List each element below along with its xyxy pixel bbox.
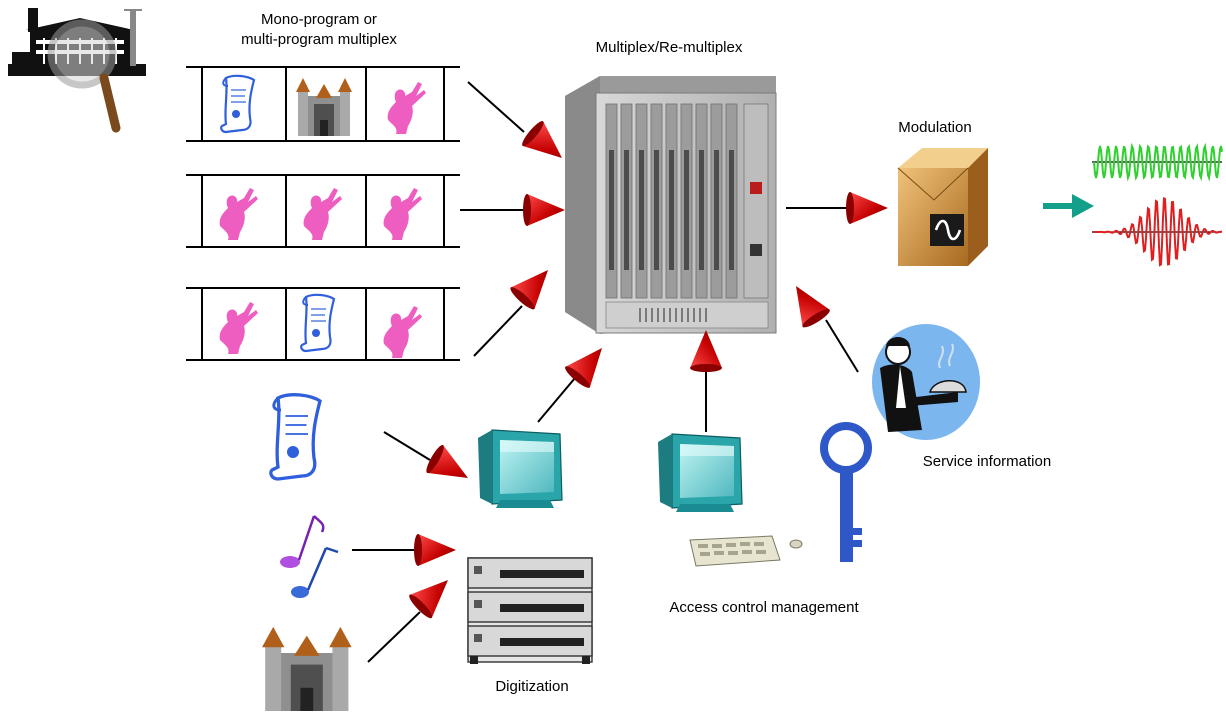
modulation-label: Modulation <box>898 119 971 136</box>
service-information-label: Service information <box>923 453 1051 470</box>
mux-source-label-line2: multi-program multiplex <box>241 31 397 48</box>
equipment-stack <box>467 557 593 664</box>
dancer-icon <box>387 82 426 134</box>
document-icon <box>300 293 336 353</box>
music-note-icon <box>280 515 339 598</box>
arrowhead <box>508 259 560 312</box>
dancer-icon <box>303 188 342 240</box>
digitization-monitor <box>477 429 563 509</box>
connector-lines <box>352 81 859 663</box>
access-control-monitor <box>657 433 743 513</box>
dancer-icon <box>219 302 258 354</box>
filmstrip-2 <box>186 174 460 248</box>
carrier-wave <box>1092 142 1223 182</box>
castle-icon <box>262 626 352 711</box>
arrowhead <box>690 330 722 372</box>
arrowhead <box>414 534 456 566</box>
modulated-wave <box>1092 197 1223 267</box>
filmstrip-1 <box>186 66 460 142</box>
multiplex-label: Multiplex/Re-multiplex <box>596 39 743 56</box>
arrowhead <box>523 194 565 226</box>
arrowhead <box>406 568 460 621</box>
modulator-box <box>897 148 988 266</box>
document-icon <box>269 393 322 481</box>
document-icon <box>220 74 256 134</box>
key-icon <box>820 422 872 562</box>
dancer-icon <box>383 306 422 358</box>
arrowhead <box>519 118 573 171</box>
digitization-label: Digitization <box>495 678 568 695</box>
castle-icon <box>296 78 352 136</box>
multiplexer-rack <box>565 76 777 334</box>
filmstrip-3 <box>186 287 460 361</box>
arrowhead <box>423 443 476 492</box>
arrowhead <box>846 192 888 224</box>
keyboard-icon <box>689 535 803 567</box>
building-magnifier-logo <box>8 8 146 133</box>
arrowhead <box>782 277 832 331</box>
output-arrow <box>1043 194 1094 218</box>
dancer-icon <box>219 188 258 240</box>
mux-source-label-line1: Mono-program or <box>261 11 377 28</box>
dancer-icon <box>383 188 422 240</box>
access-control-label: Access control management <box>669 599 859 616</box>
waiter-icon <box>872 324 980 440</box>
